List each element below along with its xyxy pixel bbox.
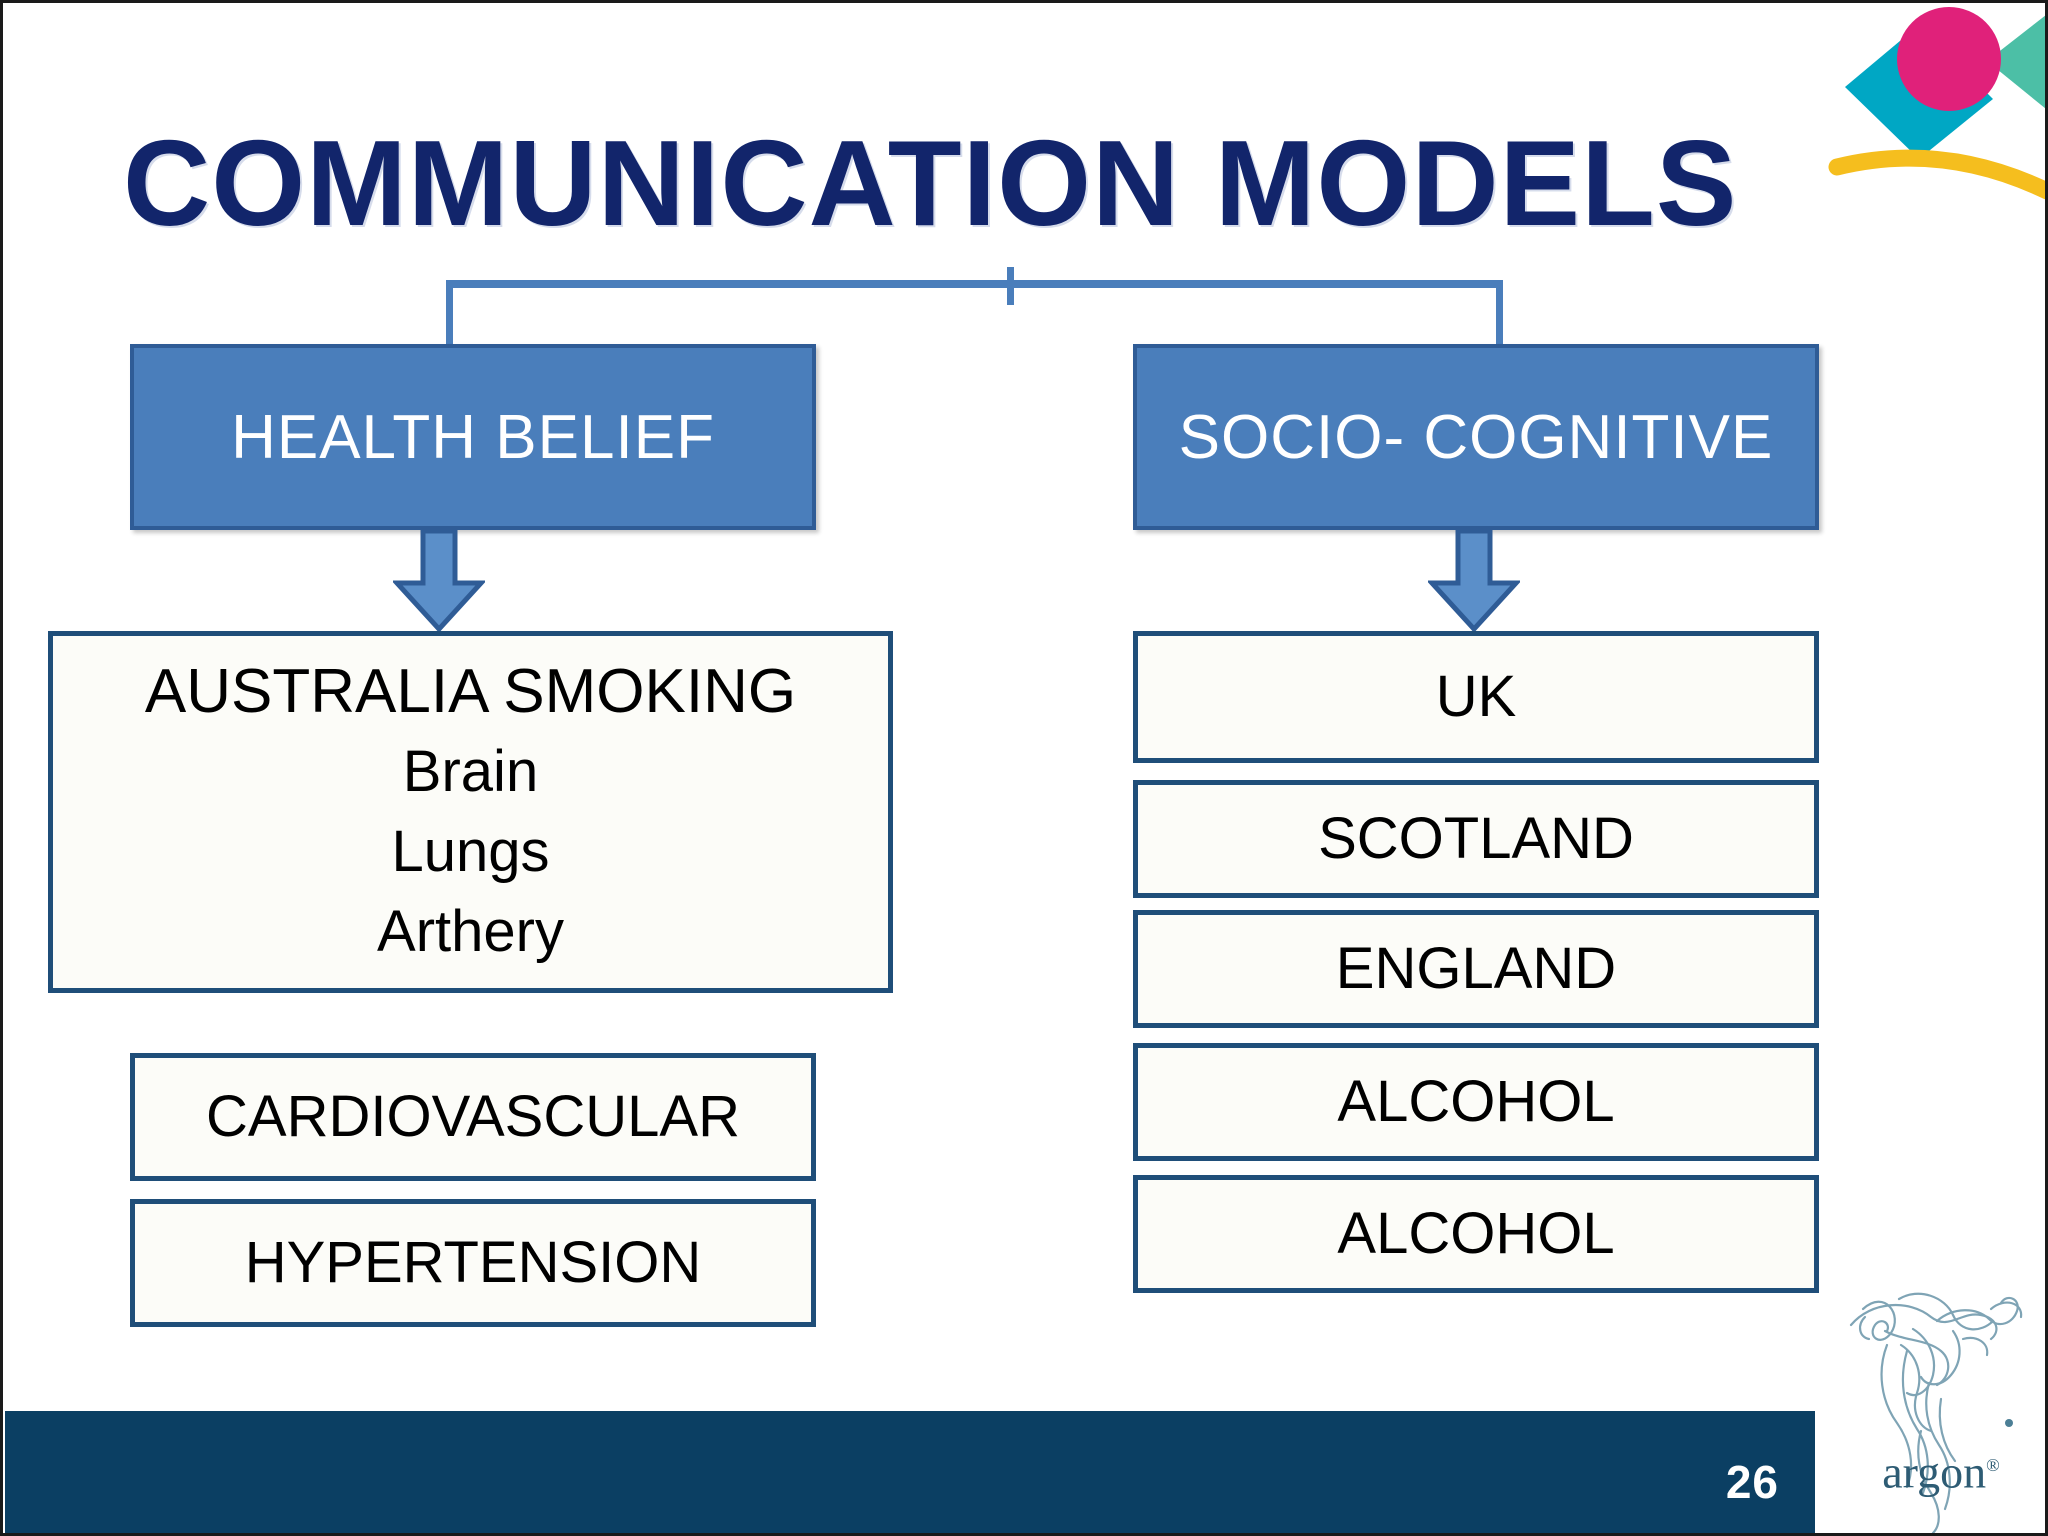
outcome-line: SCOTLAND <box>1318 806 1634 871</box>
outcome-box-alcohol-1[interactable]: ALCOHOL <box>1133 1043 1819 1161</box>
page-title: COMMUNICATION MODELS <box>123 115 1738 251</box>
outcome-line: ALCOHOL <box>1337 1069 1615 1134</box>
argon-registered-mark: ® <box>1986 1455 2000 1475</box>
circle-shape <box>1897 7 2001 111</box>
outcome-line: HYPERTENSION <box>244 1230 702 1295</box>
page-number: 26 <box>1725 1456 1779 1508</box>
arrow-down-icon-left <box>391 527 487 633</box>
category-box-health-belief[interactable]: HEALTH BELIEF <box>130 344 816 530</box>
triangle-shape <box>1987 15 2045 109</box>
outcome-line: AUSTRALIA SMOKING <box>144 657 797 726</box>
argon-wordmark-text: argon <box>1882 1446 1987 1498</box>
outcome-line: Arthery <box>377 899 564 964</box>
outcome-line: Brain <box>402 739 539 804</box>
footer-bar: 26 <box>5 1411 1815 1533</box>
arrow-down-icon-right-svg <box>1426 528 1522 633</box>
connector-drop-left <box>446 280 453 368</box>
category-label-socio-cognitive: SOCIO- COGNITIVE <box>1178 402 1774 472</box>
outcome-line: CARDIOVASCULAR <box>206 1084 740 1149</box>
outcome-line: Lungs <box>391 819 550 884</box>
outcome-box-uk[interactable]: UK <box>1133 631 1819 763</box>
category-label-health-belief: HEALTH BELIEF <box>231 402 715 472</box>
outcome-box-australia-smoking[interactable]: AUSTRALIA SMOKING Brain Lungs Arthery <box>48 631 893 993</box>
arc-shape <box>1828 149 2045 200</box>
connector-horizontal <box>446 280 1503 288</box>
outcome-box-hypertension[interactable]: HYPERTENSION <box>130 1199 816 1327</box>
arrow-down-icon-left-svg <box>391 528 487 633</box>
outcome-box-alcohol-2[interactable]: ALCOHOL <box>1133 1175 1819 1293</box>
decorative-logo-svg <box>1828 7 2045 200</box>
outcome-line: UK <box>1435 664 1517 729</box>
argon-logo <box>1841 1281 2041 1533</box>
arrow-down-icon-right <box>1426 527 1522 633</box>
argon-wordmark: argon® <box>1851 1435 2031 1498</box>
connector-drop-right <box>1496 280 1503 368</box>
outcome-box-scotland[interactable]: SCOTLAND <box>1133 780 1819 898</box>
decorative-logo <box>1827 3 2045 217</box>
category-box-socio-cognitive[interactable]: SOCIO- COGNITIVE <box>1133 344 1819 530</box>
outcome-line: ALCOHOL <box>1337 1201 1615 1266</box>
outcome-line: ENGLAND <box>1335 936 1617 1001</box>
argon-smoke-icon <box>1849 1292 2023 1533</box>
outcome-box-england[interactable]: ENGLAND <box>1133 910 1819 1028</box>
outcome-box-cardiovascular[interactable]: CARDIOVASCULAR <box>130 1053 816 1181</box>
